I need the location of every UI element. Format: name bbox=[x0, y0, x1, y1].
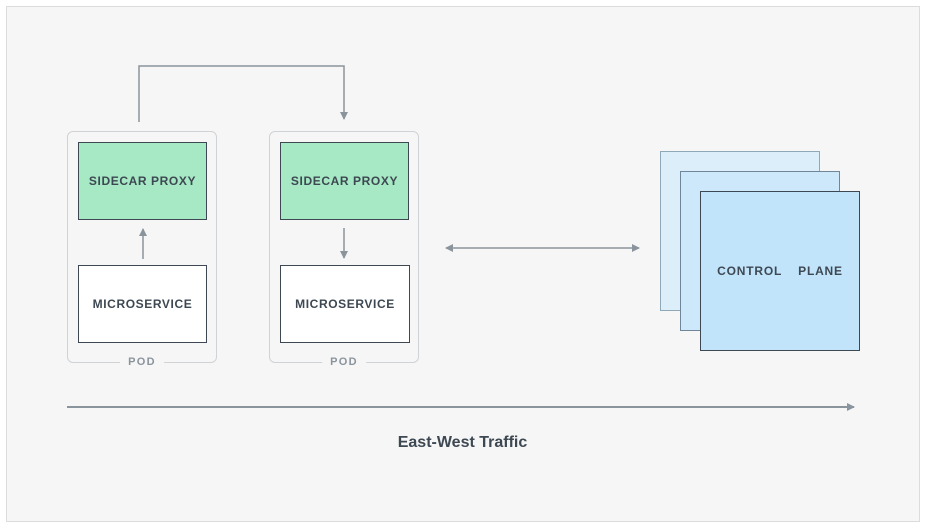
sidecar-proxy-box: SIDECAR PROXY bbox=[280, 142, 409, 220]
pod-to-pod-arrow bbox=[138, 65, 348, 122]
control-plane-label: CONTROL PLANE bbox=[717, 264, 843, 278]
east-west-traffic-caption: East-West Traffic bbox=[397, 434, 528, 451]
microservice-box: MICROSERVICE bbox=[78, 265, 207, 343]
microservice-label: MICROSERVICE bbox=[295, 297, 395, 311]
sidecar-proxy-label: SIDECAR PROXY bbox=[290, 174, 399, 188]
pod-1: POD bbox=[67, 131, 217, 369]
pod-label: POD bbox=[322, 356, 366, 369]
microservice-label: MICROSERVICE bbox=[92, 297, 193, 311]
microservice-box: MICROSERVICE bbox=[280, 265, 410, 343]
sidecar-proxy-label: SIDECAR PROXY bbox=[88, 174, 197, 188]
pod-label: POD bbox=[120, 356, 164, 369]
pod-2: POD bbox=[269, 131, 419, 369]
sidecar-proxy-box: SIDECAR PROXY bbox=[78, 142, 207, 220]
control-plane-box: CONTROL PLANE bbox=[700, 191, 860, 351]
